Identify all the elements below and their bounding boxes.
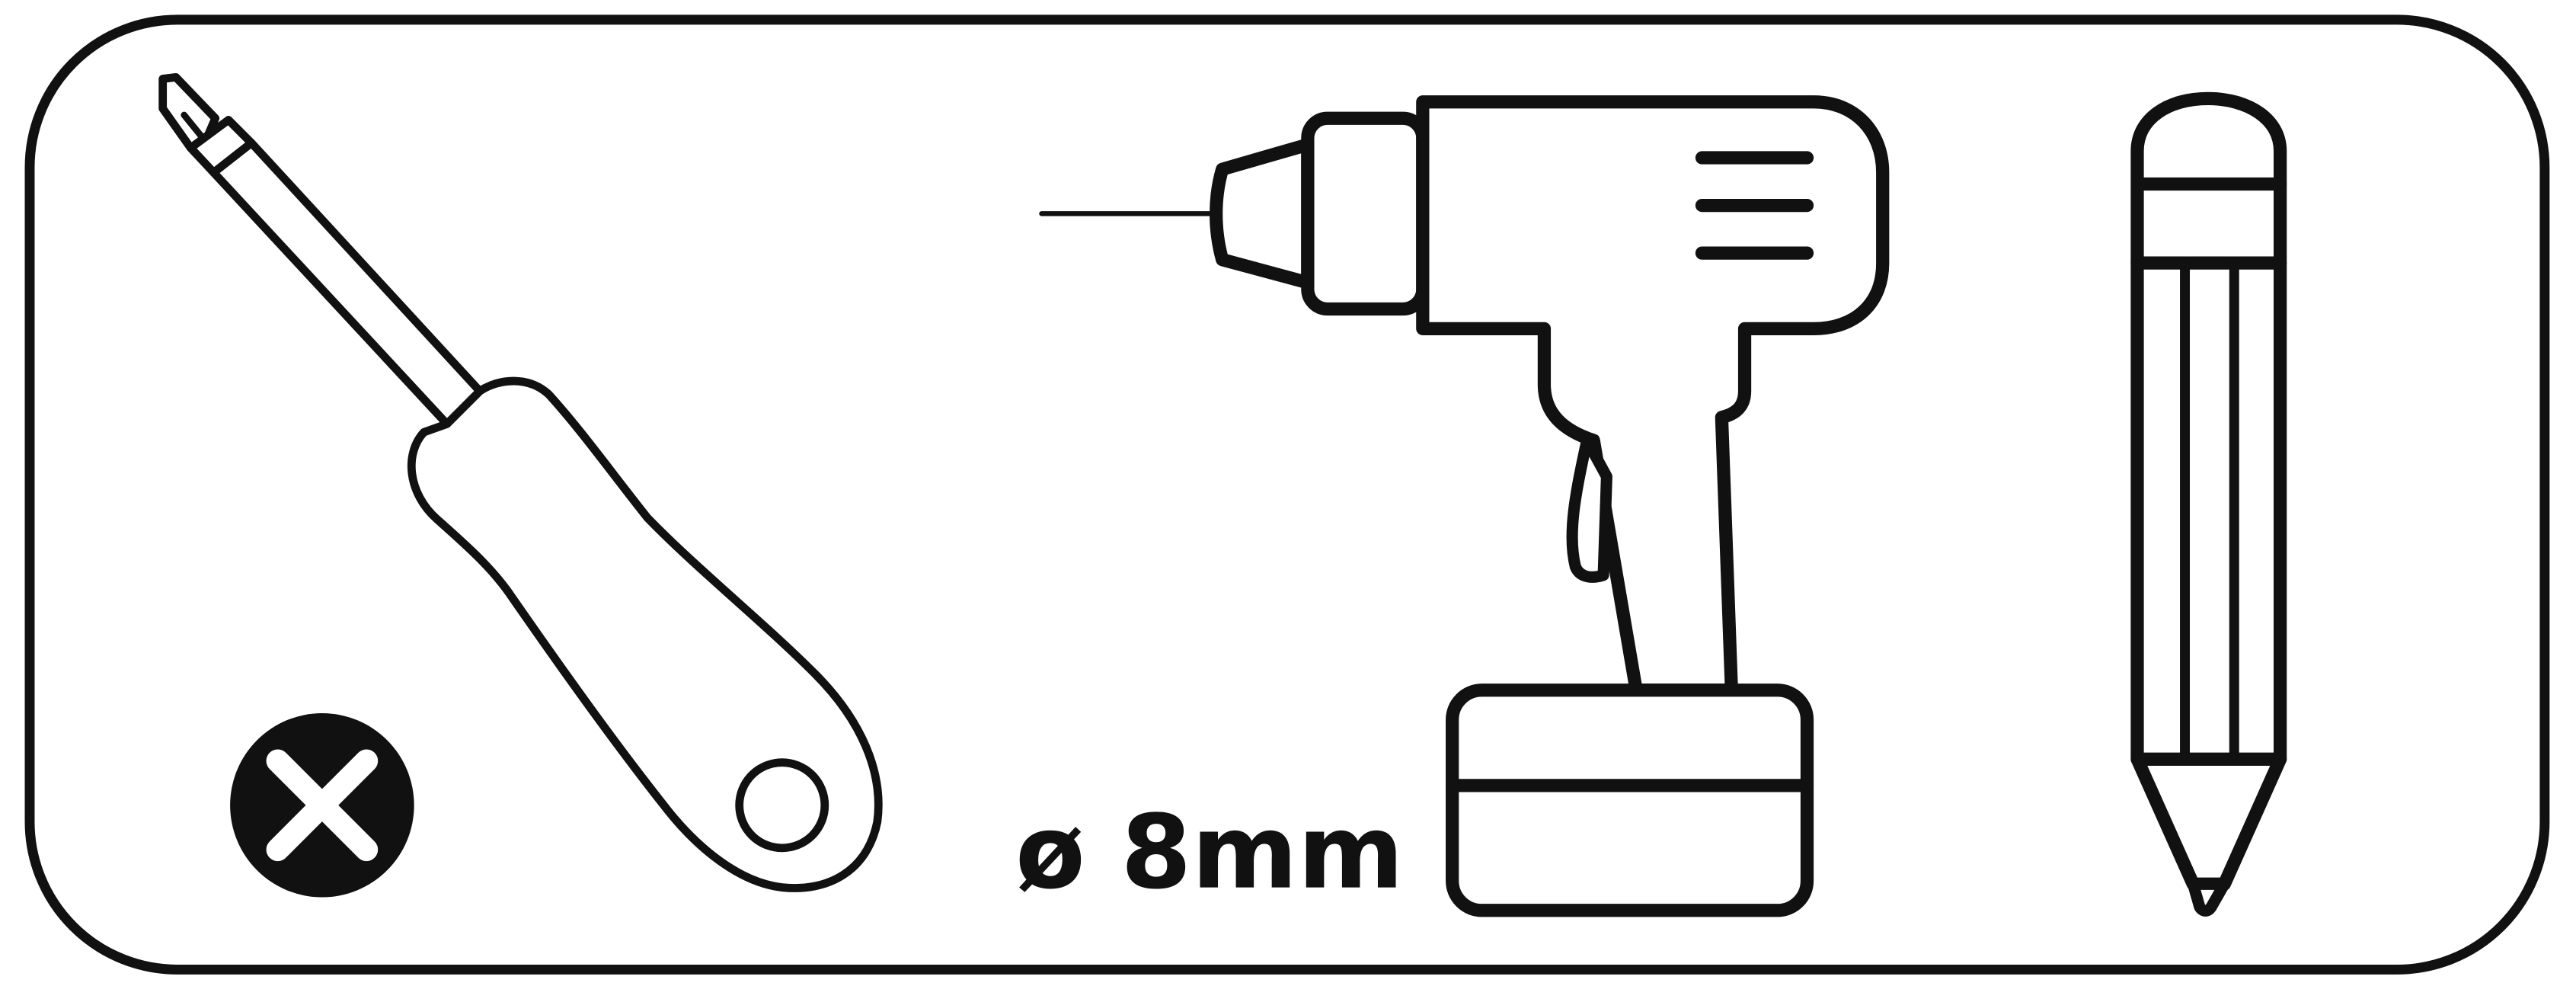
drill-battery bbox=[1446, 683, 1814, 917]
hanging-hole bbox=[735, 758, 829, 853]
drill-bit-size-label: ø 8mm bbox=[1015, 793, 1404, 912]
pencil-icon bbox=[2130, 91, 2287, 917]
screwdriver-icon bbox=[158, 72, 883, 892]
frame-border bbox=[24, 14, 2550, 975]
cross-bit-icon bbox=[230, 712, 414, 898]
drill-icon bbox=[1039, 95, 1890, 917]
